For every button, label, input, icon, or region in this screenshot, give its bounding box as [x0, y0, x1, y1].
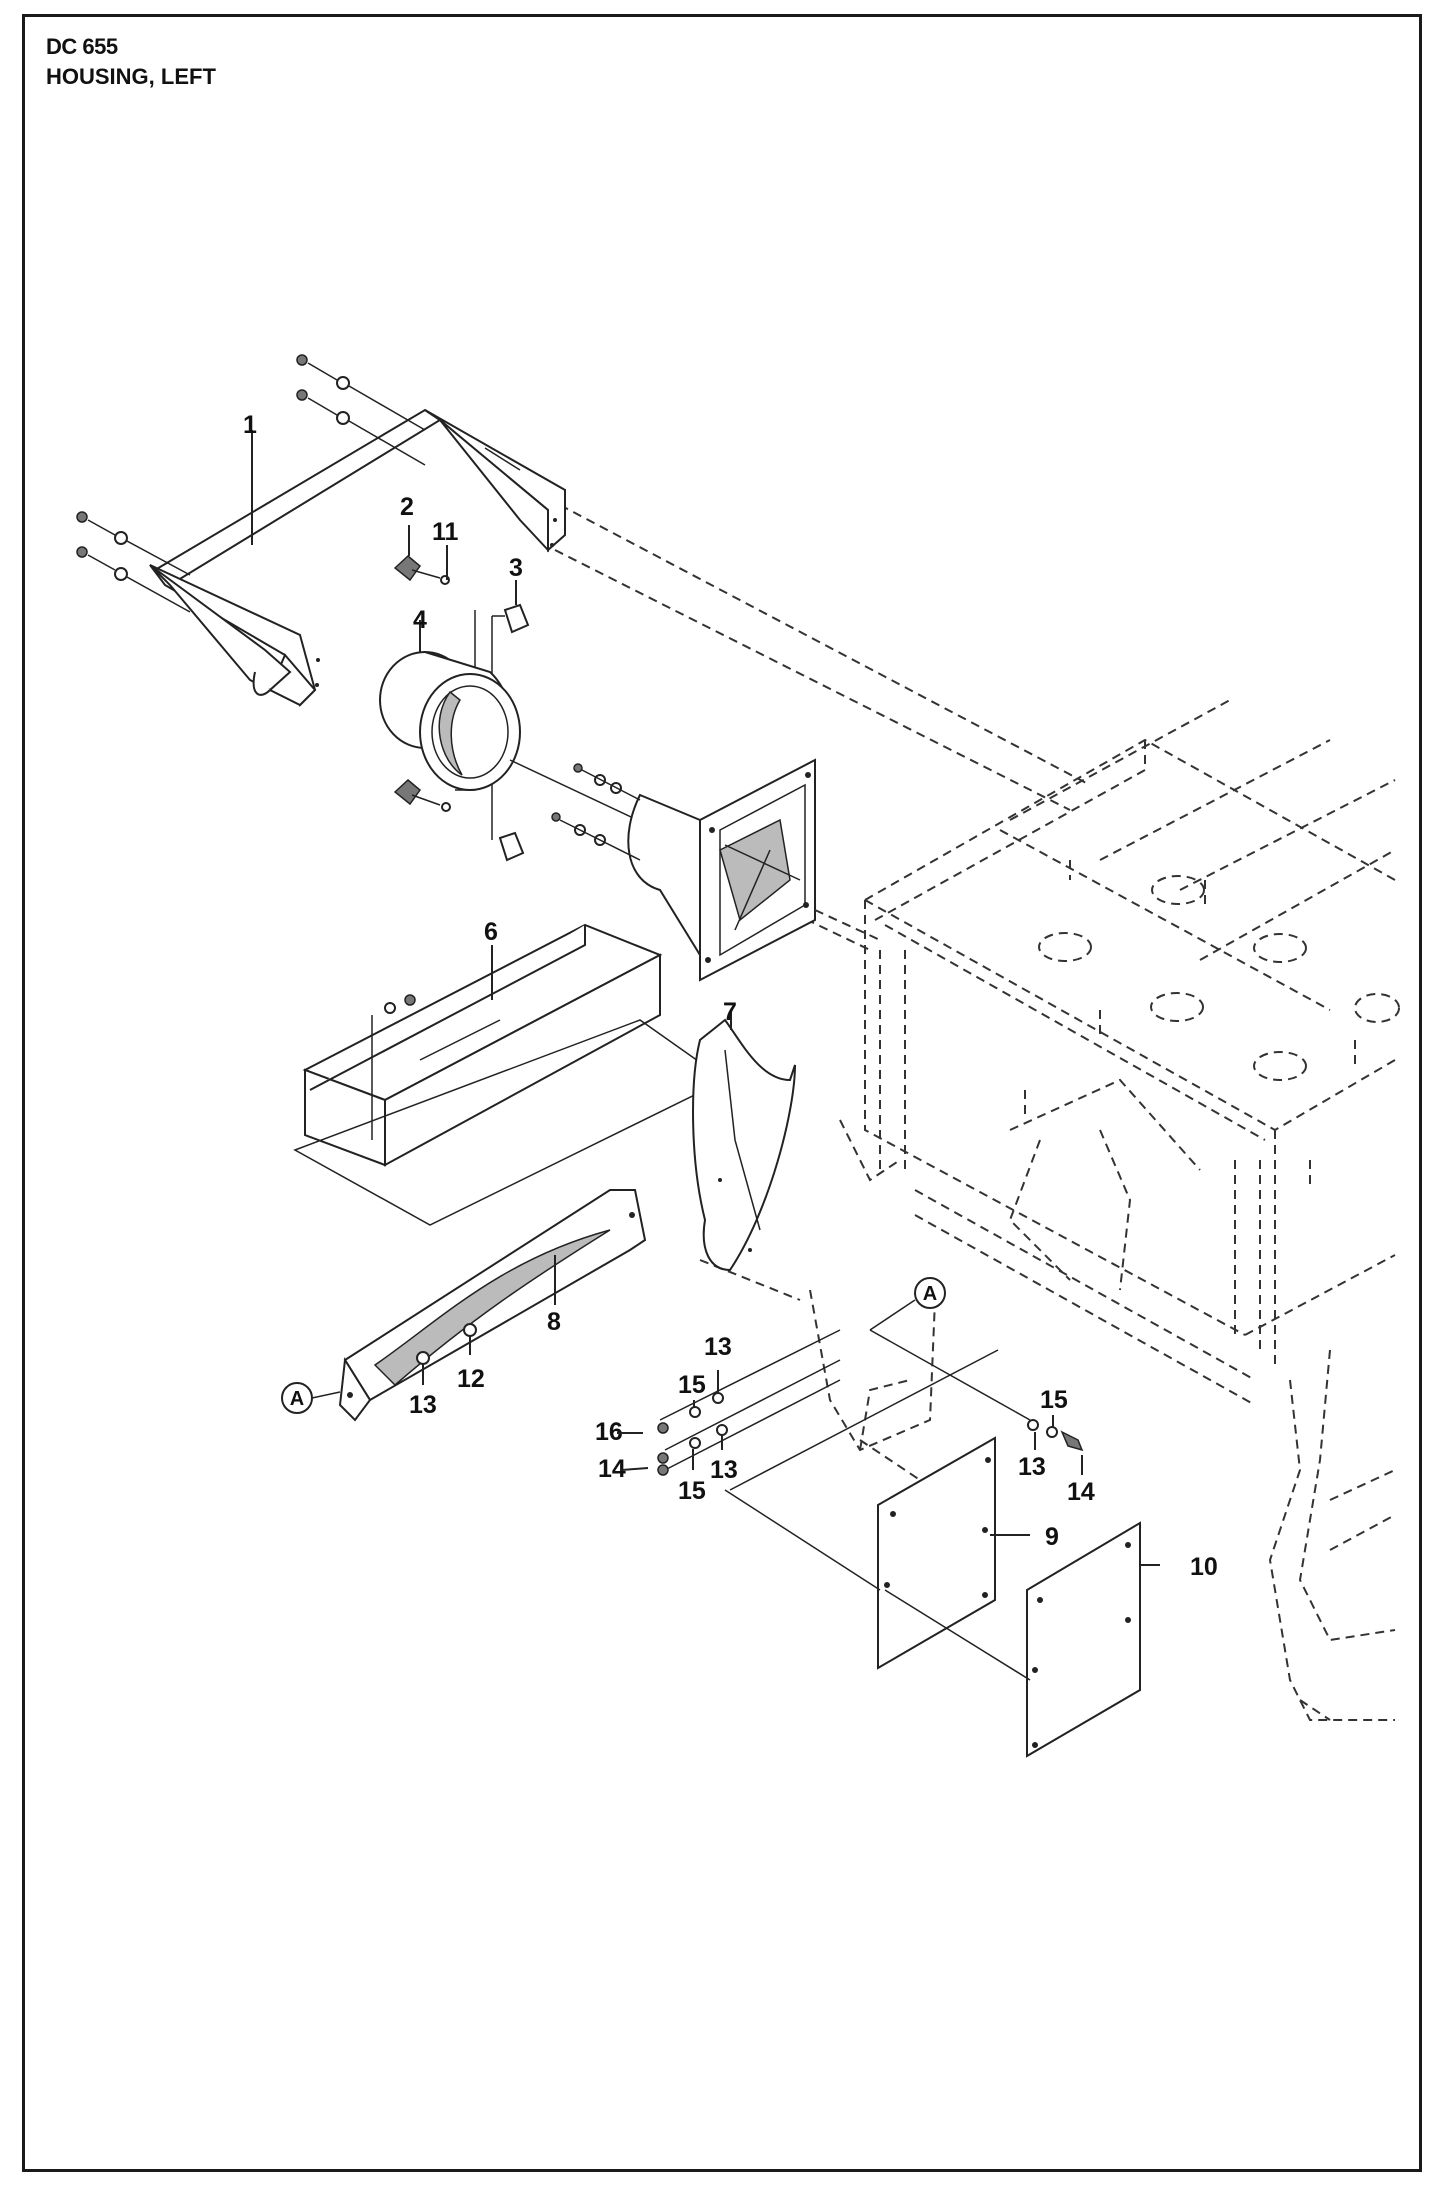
callout-leaders — [617, 1432, 649, 1471]
assembly-title: HOUSING, LEFT — [46, 64, 216, 89]
part-2-knob-lower — [393, 779, 451, 812]
callout-12: 12 — [457, 1365, 485, 1393]
drawing-header: DC 655 HOUSING, LEFT — [46, 32, 216, 92]
part-10-plate — [884, 1521, 1160, 1758]
nut-washer-set-lower — [76, 511, 191, 613]
callout-13-c: 13 — [710, 1456, 738, 1484]
callout-7: 7 — [723, 998, 737, 1026]
part-6-tray — [293, 923, 727, 1226]
callout-13-a: 13 — [409, 1391, 437, 1419]
callout-15-b: 15 — [678, 1477, 706, 1505]
reference-a-right-text: A — [923, 1283, 937, 1305]
callout-14-b: 14 — [1067, 1478, 1095, 1506]
callout-3: 3 — [509, 554, 523, 582]
reference-a-left-text: A — [290, 1388, 304, 1410]
callout-10: 10 — [1190, 1553, 1218, 1581]
reference-marker-a-right: A — [869, 1277, 946, 1331]
callout-labels: 1 2 11 3 4 6 7 8 12 13 13 13 13 15 15 15… — [243, 411, 1218, 1581]
model-number: DC 655 — [46, 34, 118, 59]
callout-8: 8 — [547, 1308, 561, 1336]
part-9-plate — [724, 1349, 1030, 1670]
callout-9: 9 — [1045, 1523, 1059, 1551]
bolt-set-left — [657, 1329, 841, 1476]
part-4-duct-ring — [379, 620, 681, 841]
callout-2: 2 — [400, 493, 414, 521]
drawing-frame — [22, 14, 1422, 2172]
callout-11: 11 — [432, 518, 459, 546]
callout-13-b: 13 — [704, 1333, 732, 1361]
machine-housing-outline — [554, 504, 1400, 1721]
reference-marker-a-left: A — [281, 1382, 313, 1414]
callout-4: 4 — [413, 606, 427, 634]
callout-15-a: 15 — [678, 1371, 706, 1399]
callout-14-a: 14 — [598, 1455, 626, 1483]
callout-1: 1 — [243, 411, 257, 439]
part-2-knob-upper — [393, 525, 450, 585]
callout-15-c: 15 — [1040, 1386, 1068, 1414]
nut-washer-set-upper — [296, 354, 426, 466]
part-8-support-bar — [311, 1189, 647, 1422]
bolt-set-right — [869, 1329, 1084, 1475]
part-7-side-shield — [692, 1010, 796, 1272]
vent-funnel-assembly — [551, 758, 881, 982]
part-1-handle-bracket — [76, 354, 566, 707]
callout-6: 6 — [484, 918, 498, 946]
callout-13-d: 13 — [1018, 1453, 1046, 1481]
